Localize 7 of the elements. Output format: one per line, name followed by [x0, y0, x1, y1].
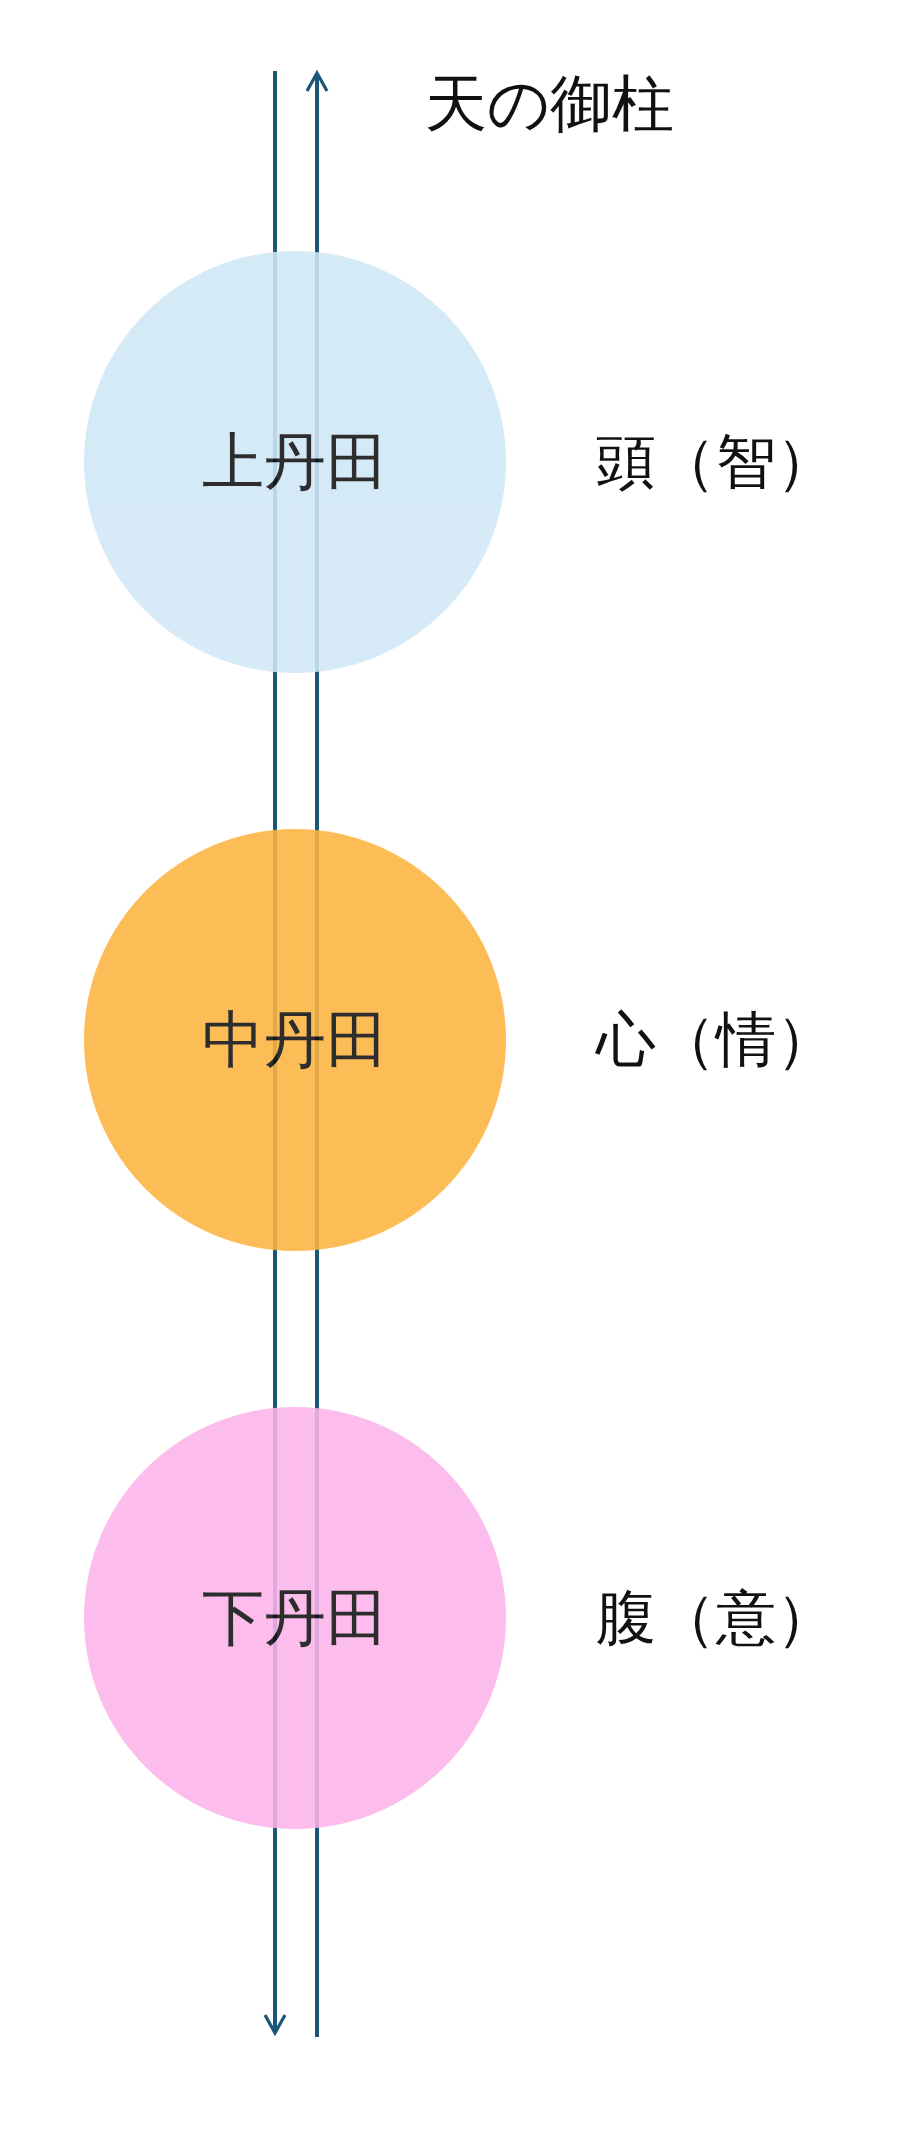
circle-label: 上丹田 [202, 424, 388, 500]
circle-label: 中丹田 [202, 1002, 388, 1078]
circle-label: 下丹田 [202, 1580, 388, 1656]
side-label: 頭（智） [596, 424, 836, 498]
pillar-label: 天の御柱 [425, 66, 674, 142]
side-label: 心（情） [596, 1002, 836, 1076]
side-label: 腹（意） [596, 1580, 836, 1654]
